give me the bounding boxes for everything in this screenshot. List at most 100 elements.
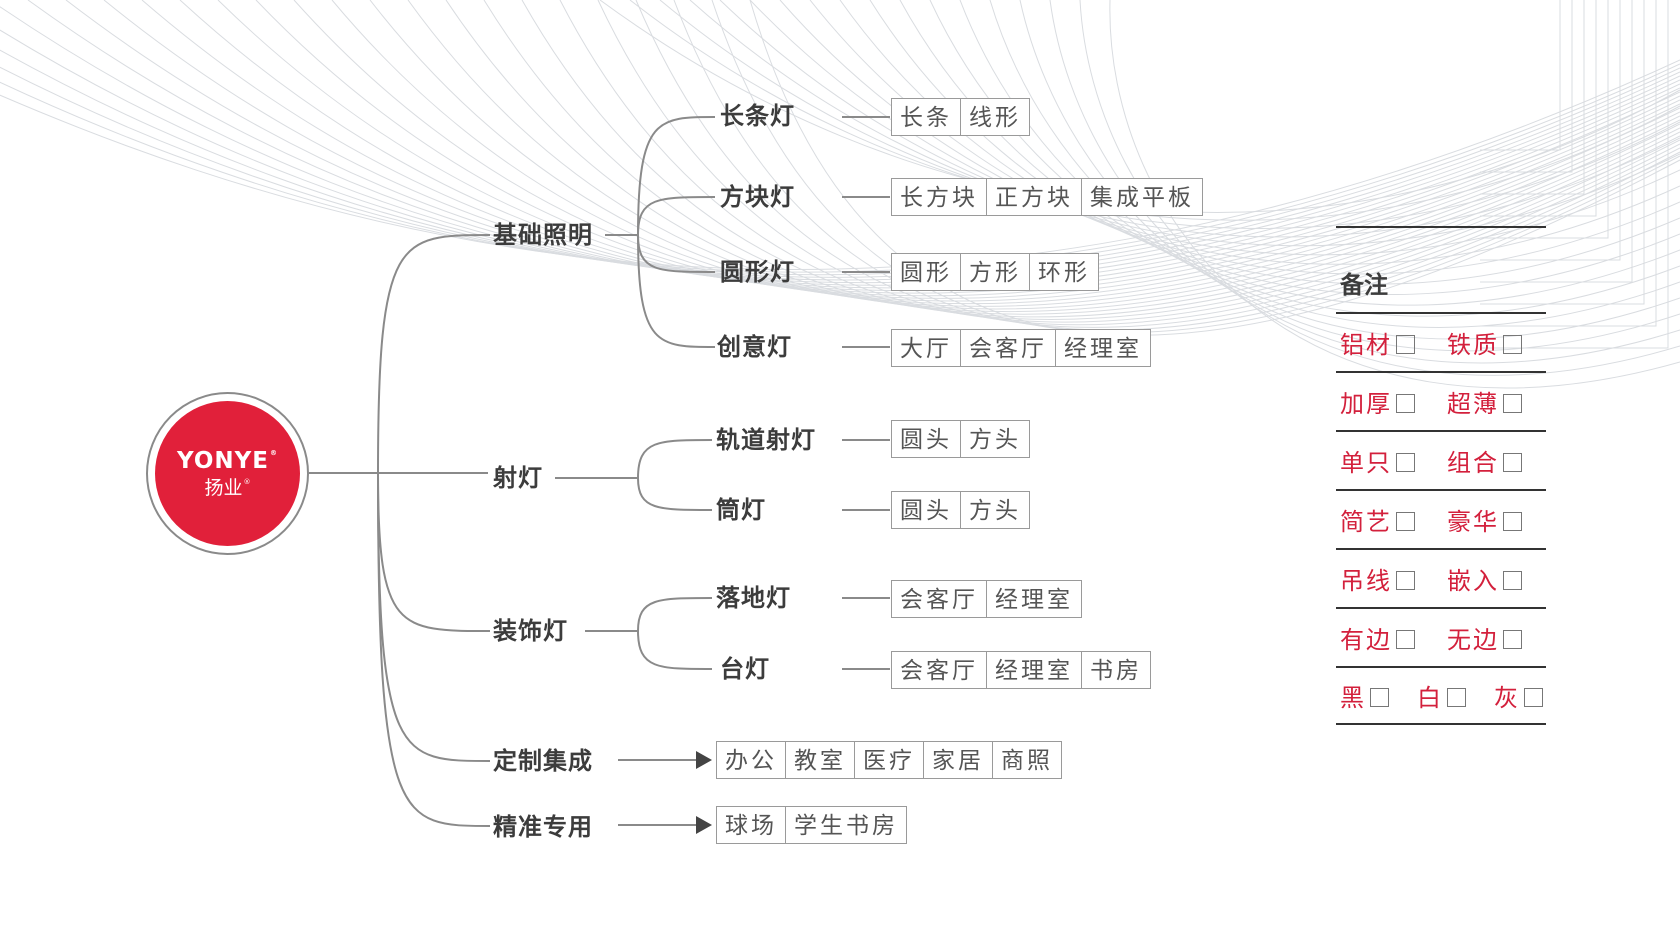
checkbox[interactable] [1396, 335, 1415, 354]
tag: 会客厅 [891, 651, 987, 689]
note-row: 简艺 豪华 [1336, 489, 1546, 548]
tag-group: 圆头 方头 [891, 491, 1030, 529]
tag: 办公 [716, 741, 786, 779]
note-row: 铝材 铁质 [1336, 312, 1546, 371]
note-option-label: 有边 [1340, 626, 1392, 654]
bg-curve [779, 0, 1680, 265]
note-option[interactable]: 吊线 [1340, 561, 1415, 596]
tag: 长条 [891, 98, 961, 136]
checkbox[interactable] [1524, 688, 1543, 707]
note-option[interactable]: 组合 [1447, 443, 1522, 478]
note-option-label: 白 [1417, 684, 1443, 712]
checkbox[interactable] [1370, 688, 1389, 707]
connector [637, 234, 716, 273]
bg-step-line [1480, 0, 1633, 283]
tag: 方头 [960, 491, 1030, 529]
note-option[interactable]: 有边 [1340, 620, 1415, 655]
tag: 经理室 [986, 580, 1082, 618]
bg-step-line [1480, 0, 1621, 261]
checkbox[interactable] [1503, 453, 1522, 472]
branch-precision: 精准专用 [493, 812, 593, 841]
note-option-label: 铝材 [1340, 331, 1392, 359]
checkbox[interactable] [1503, 335, 1522, 354]
branch-custom: 定制集成 [493, 746, 593, 775]
connector [637, 234, 716, 348]
background-curves [0, 0, 1680, 389]
note-option[interactable]: 简艺 [1340, 502, 1415, 537]
bg-curve [0, 63, 1680, 273]
connector [377, 472, 491, 632]
leaf-label: 轨道射灯 [716, 425, 816, 454]
note-option-label: 黑 [1340, 684, 1366, 712]
brand-logo: YONYE® 扬业® [146, 392, 309, 555]
notes-panel: 备注 铝材 铁质加厚 超薄单只 组合简艺 豪华吊线 嵌入有边 无边黑 白 灰 [1336, 226, 1546, 725]
connector [637, 597, 713, 632]
note-option[interactable]: 嵌入 [1447, 561, 1522, 596]
note-option-label: 铁质 [1447, 331, 1499, 359]
tag-group: 球场 学生书房 [716, 806, 907, 844]
bg-curve [1079, 0, 1680, 376]
bg-step-line [1480, 0, 1669, 349]
tag-group: 圆形 方形 环形 [891, 253, 1099, 291]
connector [637, 477, 713, 511]
tag: 圆头 [891, 491, 961, 529]
tag: 会客厅 [891, 580, 987, 618]
tag-group: 会客厅 经理室 [891, 580, 1082, 618]
tag: 商照 [992, 741, 1062, 779]
checkbox[interactable] [1503, 630, 1522, 649]
tag: 圆形 [891, 253, 961, 291]
note-row: 加厚 超薄 [1336, 371, 1546, 430]
logo-text-cn: 扬业 [204, 476, 243, 499]
bg-step-line [1480, 0, 1561, 151]
tag: 线形 [960, 98, 1030, 136]
note-row: 有边 无边 [1336, 607, 1546, 666]
tag-group: 长方块 正方块 集成平板 [891, 178, 1203, 216]
note-option-label: 简艺 [1340, 508, 1392, 536]
note-option-label: 无边 [1447, 626, 1499, 654]
note-option[interactable]: 无边 [1447, 620, 1522, 655]
note-option[interactable]: 铝材 [1340, 325, 1415, 360]
checkbox[interactable] [1396, 394, 1415, 413]
note-option-label: 单只 [1340, 449, 1392, 477]
bg-curve [1109, 0, 1680, 389]
arrow-head [696, 751, 712, 769]
note-option-label: 吊线 [1340, 567, 1392, 595]
bg-curve [65, 0, 1680, 289]
connector [637, 116, 716, 236]
checkbox[interactable] [1396, 571, 1415, 590]
note-option[interactable]: 单只 [1340, 443, 1415, 478]
checkbox[interactable] [1447, 688, 1466, 707]
tag-group: 会客厅 经理室 书房 [891, 651, 1151, 689]
note-option[interactable]: 豪华 [1447, 502, 1522, 537]
tag: 球场 [716, 806, 786, 844]
note-option[interactable]: 铁质 [1447, 325, 1522, 360]
checkbox[interactable] [1503, 394, 1522, 413]
tag: 会客厅 [960, 329, 1056, 367]
leaf-label: 创意灯 [717, 332, 792, 361]
branch-spotlight: 射灯 [493, 463, 543, 492]
leaf-label: 台灯 [720, 654, 770, 683]
note-option-label: 超薄 [1447, 390, 1499, 418]
note-option[interactable]: 加厚 [1340, 384, 1415, 419]
bg-curve [929, 0, 1680, 317]
note-option[interactable]: 超薄 [1447, 384, 1522, 419]
checkbox[interactable] [1503, 512, 1522, 531]
checkbox[interactable] [1503, 571, 1522, 590]
note-option[interactable]: 白 [1417, 678, 1466, 713]
notes-title: 备注 [1340, 270, 1388, 299]
tag-group: 长条 线形 [891, 98, 1030, 136]
tag: 集成平板 [1081, 178, 1203, 216]
bg-step-line [1480, 0, 1657, 327]
bg-curve [749, 0, 1680, 256]
connector [637, 196, 716, 236]
bg-step-line [1480, 0, 1573, 173]
connector [377, 472, 491, 762]
checkbox[interactable] [1396, 512, 1415, 531]
note-option[interactable]: 灰 [1494, 678, 1543, 713]
tag: 医疗 [854, 741, 924, 779]
tag: 方头 [960, 420, 1030, 458]
checkbox[interactable] [1396, 453, 1415, 472]
checkbox[interactable] [1396, 630, 1415, 649]
tag: 家居 [923, 741, 993, 779]
note-option[interactable]: 黑 [1340, 678, 1389, 713]
